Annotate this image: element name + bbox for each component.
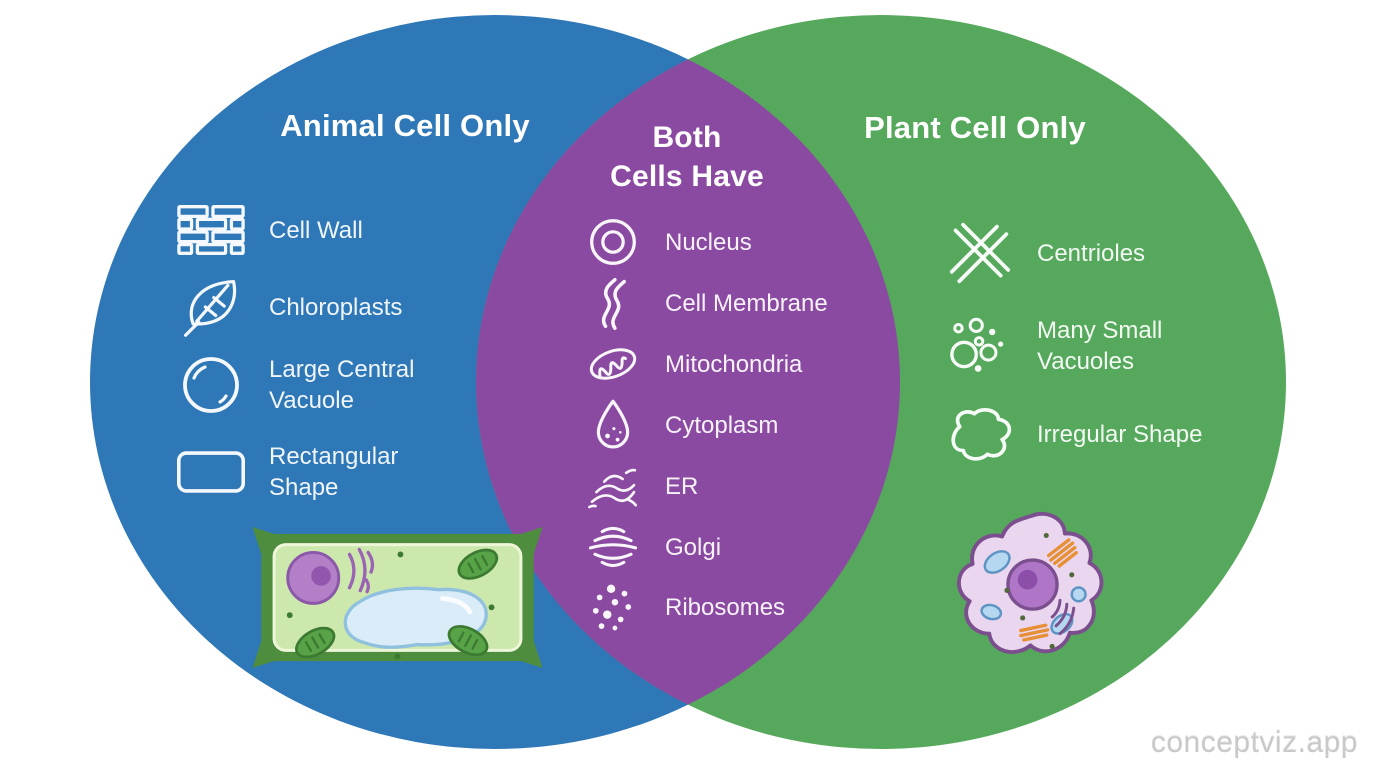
list-item-chloroplasts: Chloroplasts (175, 276, 451, 338)
ribosomes-icon (585, 582, 641, 632)
right-zone-title: Plant Cell Only (864, 110, 1086, 145)
item-label: Cell Membrane (665, 289, 828, 317)
list-item-er: ER (585, 461, 698, 511)
list-item-nucleus: Nucleus (585, 217, 752, 267)
item-label: ER (665, 472, 699, 500)
centrioles-icon (945, 221, 1015, 285)
middle-title-line2: Cells Have (610, 160, 764, 193)
brick-wall-icon (175, 203, 247, 257)
list-item-rectangular-shape: Rectangular Shape (175, 443, 451, 501)
item-label: Chloroplasts (269, 293, 403, 321)
list-item-cytoplasm: Cytoplasm (585, 398, 779, 452)
cytoplasm-droplet-icon (585, 398, 641, 452)
nucleus-icon (585, 217, 641, 267)
item-label: Rectangular Shape (269, 443, 399, 501)
er-icon (585, 460, 641, 512)
animal-cell-illustration (957, 511, 1104, 654)
item-label: Irregular Shape (1037, 420, 1203, 448)
item-label: Golgi (665, 533, 722, 561)
item-label: Mitochondria (665, 350, 803, 378)
list-item-cell-membrane: Cell Membrane (585, 276, 828, 330)
item-label: Many Small Vacuoles (1037, 317, 1163, 375)
list-item-golgi: Golgi (585, 522, 721, 572)
plant-cell-illustration (252, 526, 543, 669)
list-item-cell-wall: Cell Wall (175, 202, 451, 258)
item-label: Ribosomes (665, 593, 786, 621)
cell-membrane-icon (585, 276, 641, 330)
left-zone-title: Animal Cell Only (280, 108, 530, 143)
middle-zone-title: Both Cells Have (577, 118, 797, 196)
irregular-blob-icon (945, 403, 1015, 465)
item-label: Centrioles (1037, 239, 1146, 267)
leaf-icon (175, 275, 247, 339)
item-label: Large Central Vacuole (269, 356, 415, 414)
list-item-large-central-vacuole: Large Central Vacuole (175, 352, 451, 418)
middle-title-line1: Both (652, 121, 722, 154)
item-label: Nucleus (665, 228, 752, 256)
list-item-mitochondria: Mitochondria (585, 339, 802, 389)
list-item-irregular-shape: Irregular Shape (945, 402, 1237, 466)
golgi-icon (585, 522, 641, 572)
list-item-ribosomes: Ribosomes (585, 582, 785, 632)
overlap-region (476, 15, 900, 749)
small-vacuoles-icon (945, 316, 1015, 376)
list-item-centrioles: Centrioles (945, 220, 1237, 286)
rectangle-icon (175, 448, 247, 496)
mitochondria-icon (585, 341, 641, 387)
list-item-many-small-vacuoles: Many Small Vacuoles (945, 310, 1237, 382)
item-label: Cell Wall (269, 216, 363, 244)
item-label: Cytoplasm (665, 411, 779, 439)
watermark: conceptviz.app (1150, 726, 1358, 759)
large-vacuole-icon (175, 354, 247, 416)
